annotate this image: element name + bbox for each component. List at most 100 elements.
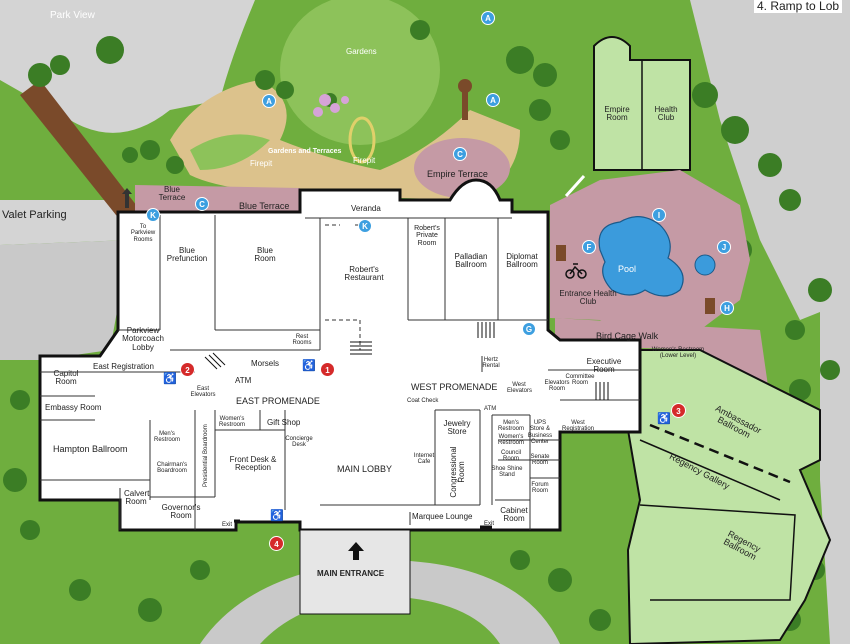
morsels-label: Morsels [251,359,280,368]
valet-lot [0,240,130,360]
bike-icon [565,263,587,279]
marker-c-2[interactable]: C [195,197,209,211]
valet-parking-label: Valet Parking [2,209,67,221]
capitol-room-label: Capitol Room [53,369,79,387]
pool-structure-1 [556,245,566,261]
flower-bushes [313,94,349,117]
marker-a-1[interactable]: A [481,11,495,25]
valet-road [0,200,130,245]
marker-3[interactable]: 3 [671,403,686,418]
top-right-note: 4. Ramp to Lob [754,0,843,13]
pool-structure-2 [705,298,715,314]
embassy-room-label: Embassy Room [45,403,102,412]
entrance-arrow [348,542,364,560]
pool-shape [598,216,684,297]
roberts-private-room-label: Robert's Private Room [414,225,440,247]
wheelchair-icon: ♿ [302,360,316,372]
rest-rooms-label: Rest Rooms [292,334,312,347]
palladian-ballroom-label: Palladian Ballroom [454,252,488,270]
womens-restroom-lower-label: Women's Restroom (Lower Level) [651,347,705,360]
mens-restroom-2-label: Men's Restroom [497,420,524,433]
mens-restroom-1-label: Men's Restroom [154,431,181,444]
gardens-terraces-label: Gardens and Terraces [268,148,342,155]
marker-f[interactable]: F [582,240,596,254]
front-desk-label: Front Desk & Reception [229,455,277,473]
park-view-label: Park View [50,10,95,21]
marker-1[interactable]: 1 [320,362,335,377]
ups-store-label: UPS Store & Business Center [527,420,553,445]
blue-prefunction-label: Blue Prefunction [166,246,208,264]
cabinet-room-label: Cabinet Room [500,506,528,524]
marker-c-1[interactable]: C [453,147,467,161]
west-elevators-label: West Elevators [507,382,533,395]
bird-cage-walk-label: Bird Cage Walk [596,331,659,341]
park-view-road [0,0,255,133]
west-promenade-label: WEST PROMENADE [411,382,498,392]
garden-post [462,80,468,120]
marker-i[interactable]: I [652,208,666,222]
firepit-label-1: Firepit [250,159,273,168]
womens-restroom-1-label: Women's Restroom [218,416,245,429]
to-parkview-label: To Parkview Rooms [130,224,156,243]
hot-tub [694,254,716,276]
marker-j[interactable]: J [717,240,731,254]
marker-h[interactable]: H [720,301,734,315]
marker-a-3[interactable]: A [486,93,500,107]
marker-4[interactable]: 4 [269,536,284,551]
atm-label-2: ATM [484,406,497,412]
chairmans-boardroom-label: Chairman's Boardroom [156,462,188,475]
exit-label-1: Exit [222,522,233,528]
east-registration-label: East Registration [93,362,154,371]
committee-room-label: Committee Room [565,374,595,387]
concierge-desk-label: Concierge Desk [285,436,313,449]
council-room-label: Council Room [500,450,521,463]
stairs [204,322,609,400]
wheelchair-icon: ♿ [163,373,177,385]
main-building [38,178,642,532]
marker-k-1[interactable]: K [146,208,160,222]
jewelry-store-label: Jewelry Store [443,419,471,437]
atm-label-1: ATM [235,376,252,385]
marker-2[interactable]: 2 [180,362,195,377]
blue-room-label: Blue Room [254,246,276,264]
health-club-label: Health Club [654,105,678,123]
wheelchair-icon: ♿ [270,510,284,522]
blue-terrace-label-2: Blue Terrace [239,201,290,211]
marker-a-2[interactable]: A [262,94,276,108]
blue-terrace-label: Blue Terrace [158,185,186,203]
internet-cafe-label: Internet Cafe [413,453,435,466]
governors-room-label: Governor's Room [161,503,201,521]
garden-post-top [458,79,472,93]
garden-lawn-2 [190,134,270,170]
east-promenade-label: EAST PROMENADE [236,396,320,406]
presidential-boardroom-label: Presidential Boardroom [203,424,209,487]
senate-room-label: Senate Room [530,454,550,467]
brown-path [20,80,140,220]
main-entrance-label: MAIN ENTRANCE [317,569,385,578]
veranda-label: Veranda [351,204,381,213]
firepit-label-2: Firepit [353,156,376,165]
marker-k-2[interactable]: K [358,219,372,233]
hertz-rental-label: Hertz Rental [482,357,500,370]
diplomat-ballroom-label: Diplomat Ballroom [506,252,538,270]
blue-terrace-area [135,185,300,215]
roberts-restaurant-label: Robert's Restaurant [344,265,384,283]
empire-room-label: Empire Room [604,105,630,123]
entrance-health-club-label: Entrance Health Club [559,289,617,307]
marker-g[interactable]: G [522,322,536,336]
calvert-room-label: Calvert Room [124,489,150,507]
exit-label-2: Exit [484,521,495,527]
hampton-ballroom-label: Hampton Ballroom [53,444,128,454]
shoe-shine-label: Shoe Shine Stand [491,466,523,479]
congressional-room-label: Congressional Room [449,446,467,498]
empire-terrace-label: Empire Terrace [427,169,488,179]
garden-oval [348,116,376,164]
gift-shop-label: Gift Shop [267,418,301,427]
coat-check-label: Coat Check [407,398,439,404]
elevators-room-label: Elevators Room [544,380,570,393]
ballroom-wing [626,349,832,644]
womens-restroom-2-label: Women's Restroom [497,434,524,447]
marquee-lounge-label: Marquee Lounge [412,512,473,521]
